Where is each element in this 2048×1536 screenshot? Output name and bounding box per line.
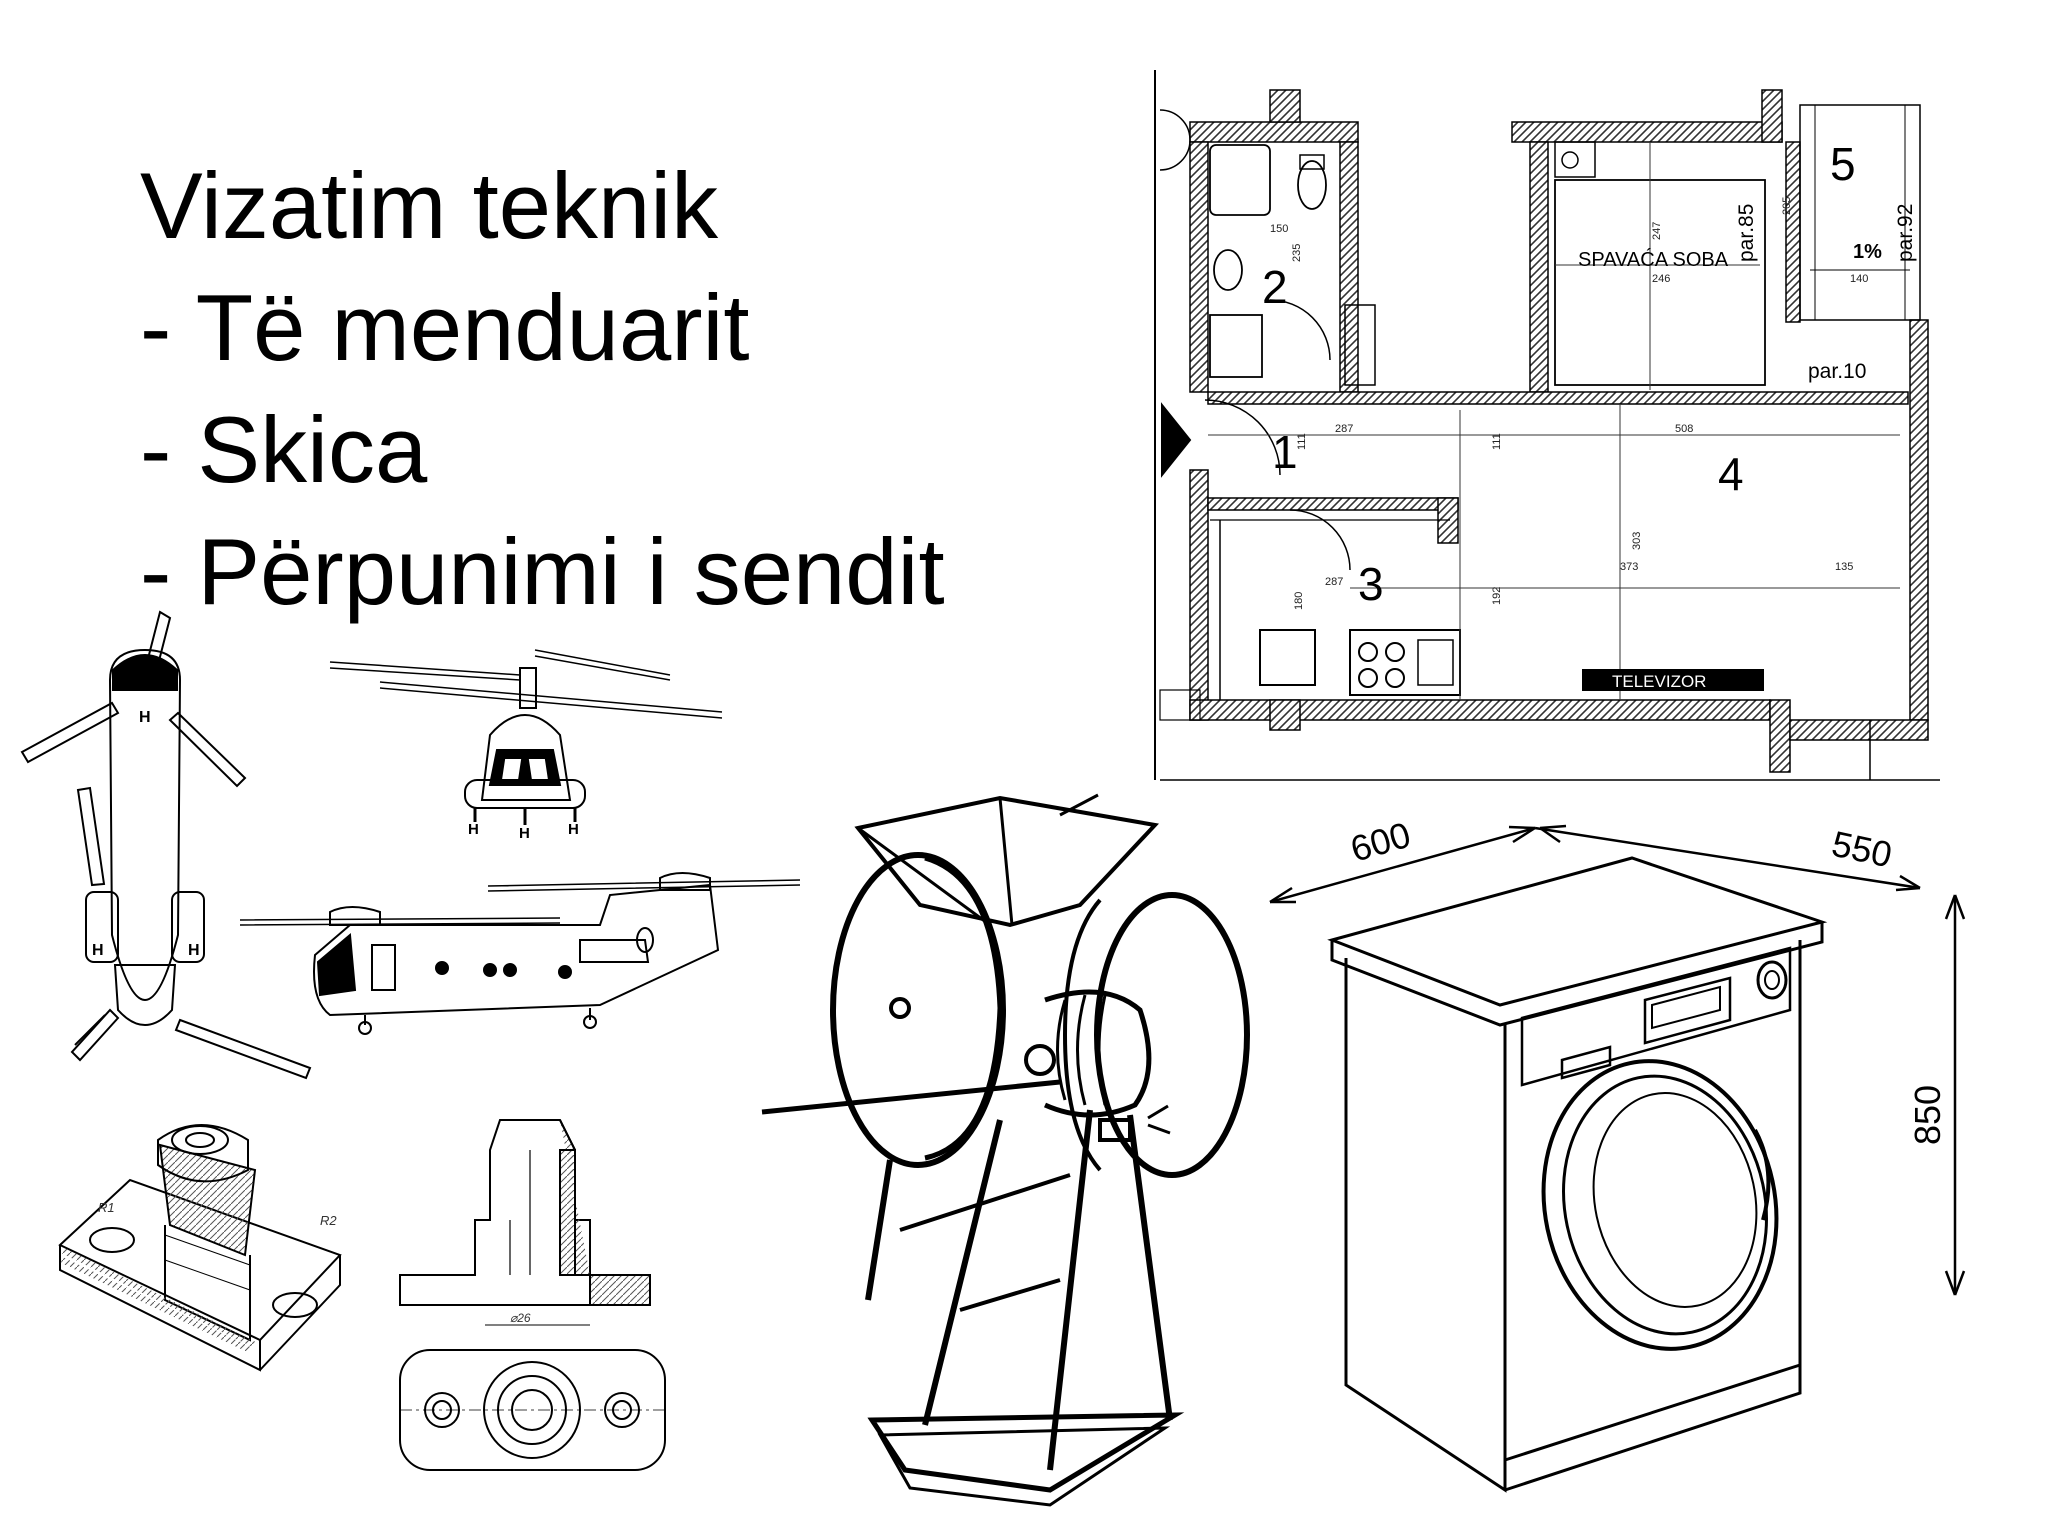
heli-mark-front-center: H	[519, 825, 530, 842]
floor-label-par85: par.85	[1735, 204, 1758, 262]
bedroom-label: SPAVAĆA SOBA	[1578, 248, 1729, 271]
dim-205: 205	[1781, 197, 1793, 215]
room-number-5: 5	[1830, 138, 1856, 190]
dim-508: 508	[1675, 423, 1693, 435]
dim-111-right: 111	[1491, 433, 1503, 450]
floor-label-par92: par.92	[1894, 204, 1917, 262]
floor-label-par10: par.10	[1808, 360, 1866, 383]
radius-label-r1: R1	[98, 1200, 115, 1215]
title-line-thinking: - Të menduarit	[140, 275, 750, 380]
dim-192: 192	[1491, 587, 1503, 605]
title-line-heading: Vizatim teknik	[140, 153, 719, 258]
mill-machine-drawing	[761, 793, 1250, 1507]
washing-machine-drawing	[1269, 824, 1966, 1493]
heli-mark-top-right: H	[188, 942, 200, 959]
dim-140: 140	[1850, 273, 1868, 285]
dim-150: 150	[1270, 223, 1288, 235]
heli-mark-top-left: H	[92, 942, 104, 959]
dim-303: 303	[1631, 532, 1643, 550]
floor-plan	[1154, 70, 1940, 781]
part-diameter-label: ⌀26	[510, 1311, 531, 1325]
room-number-1: 1	[1272, 426, 1298, 478]
dim-235: 235	[1291, 244, 1303, 262]
washer-depth-label: 550	[1828, 823, 1895, 876]
title-block: Vizatim teknik - Të menduarit - Skica - …	[140, 145, 945, 633]
washer-width-label: 600	[1346, 814, 1415, 870]
radius-label-r2: R2	[320, 1213, 337, 1228]
title-line-sketch: - Skica	[140, 397, 428, 502]
dim-246: 246	[1652, 273, 1670, 285]
helicopter-side-view	[239, 872, 801, 1035]
heli-mark-top-front: H	[139, 709, 151, 726]
dim-287-top: 287	[1335, 423, 1353, 435]
plan-walls	[1189, 89, 1929, 773]
room-number-2: 2	[1262, 261, 1288, 313]
dim-247: 247	[1651, 222, 1663, 240]
tv-label: TELEVIZOR	[1612, 672, 1706, 691]
dim-287-bottom: 287	[1325, 576, 1343, 588]
dim-373: 373	[1620, 561, 1638, 573]
heli-mark-front-left: H	[468, 821, 479, 838]
helicopter-top-view	[20, 610, 312, 1080]
washer-height-label: 850	[1907, 1085, 1948, 1145]
dim-180: 180	[1293, 592, 1305, 610]
dim-135: 135	[1835, 561, 1853, 573]
room-number-3: 3	[1358, 558, 1384, 610]
heli-mark-front-right: H	[568, 821, 579, 838]
helicopter-front-view	[329, 649, 723, 825]
dim-111-left: 111	[1296, 433, 1308, 450]
machine-part-orthographic	[399, 1119, 666, 1471]
title-line-processing: - Përpunimi i sendit	[140, 519, 945, 624]
machine-part-isometric	[58, 1124, 342, 1372]
slope-label: 1%	[1853, 241, 1882, 263]
room-number-4: 4	[1718, 448, 1744, 500]
